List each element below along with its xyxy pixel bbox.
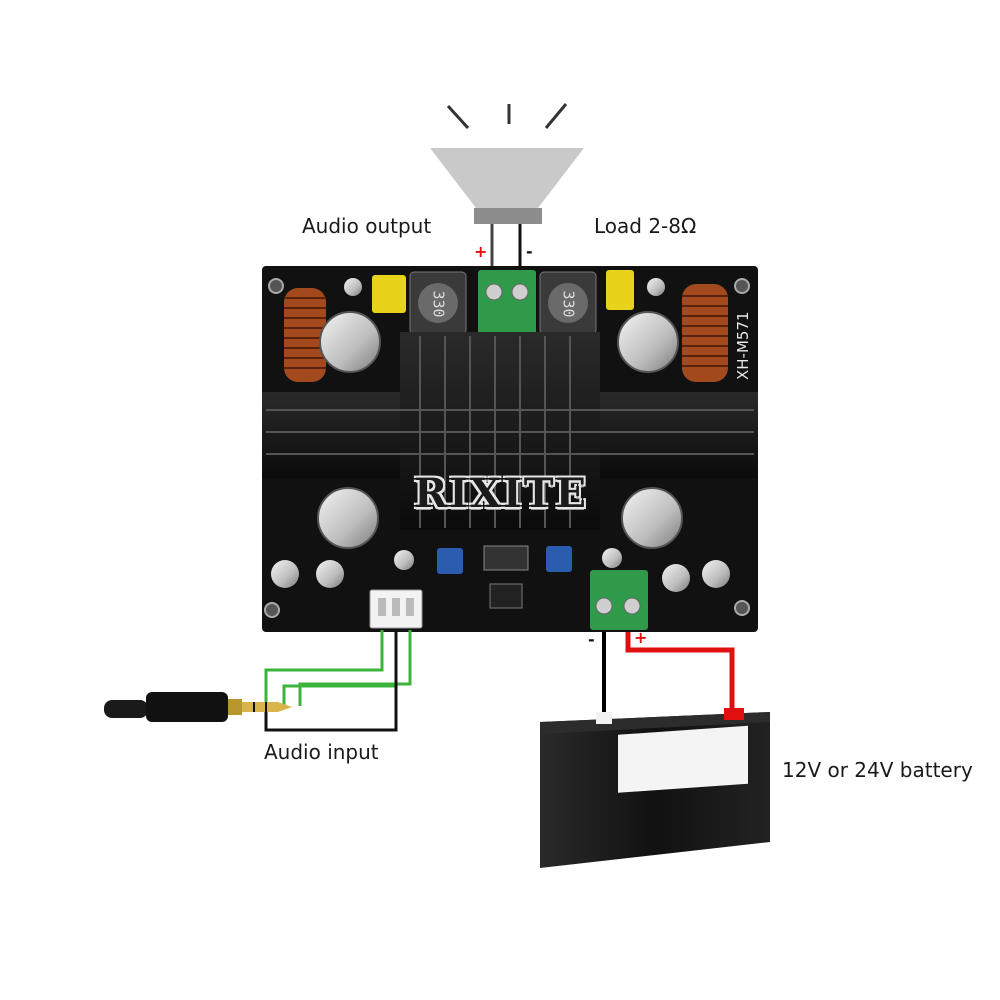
film-capacitor	[372, 275, 406, 313]
smd-inductor-left	[409, 271, 467, 335]
capacitor-icon	[662, 564, 690, 592]
ic-chip	[483, 545, 529, 571]
audio-input-label: Audio input	[264, 740, 379, 764]
capacitor-icon	[316, 560, 344, 588]
speaker-minus-label: -	[526, 242, 533, 261]
speaker-icon	[430, 103, 584, 224]
capacitor-icon	[319, 311, 381, 373]
battery-icon	[540, 708, 770, 868]
power-plus-label: +	[634, 628, 648, 647]
capacitor-icon	[602, 548, 622, 568]
toroid-inductor-left	[284, 288, 326, 382]
smd-inductor-right	[539, 271, 597, 335]
brand-watermark: RIXITE	[414, 470, 588, 517]
mounting-hole-icon	[264, 278, 750, 618]
audio-input-wires	[264, 630, 412, 732]
film-capacitor	[606, 270, 634, 310]
capacitor-icon	[271, 560, 299, 588]
amplifier-board	[262, 266, 758, 632]
audio-input-connector[interactable]	[369, 589, 423, 629]
capacitor-icon	[647, 278, 665, 296]
toroid-inductor-right	[682, 284, 728, 382]
capacitor-icon	[617, 311, 679, 373]
trimmer-potentiometer[interactable]	[437, 548, 463, 574]
board-model-label: XH-M571	[734, 311, 752, 380]
battery-label: 12V or 24V battery	[782, 758, 973, 782]
audio-output-label: Audio output	[302, 214, 432, 238]
inductor-marking: 330	[559, 290, 578, 318]
capacitor-icon	[702, 560, 730, 588]
speaker-terminal-block[interactable]	[478, 270, 536, 336]
power-terminal-block[interactable]	[590, 570, 648, 630]
inductor-marking: 330	[429, 290, 448, 318]
capacitor-icon	[317, 487, 379, 549]
heatsink	[262, 332, 758, 530]
audio-jack-icon	[104, 692, 292, 722]
power-minus-label: -	[588, 630, 595, 649]
speaker-plus-label: +	[474, 242, 488, 261]
trimmer-potentiometer[interactable]	[546, 546, 572, 572]
capacitor-icon	[344, 278, 362, 296]
ic-chip	[489, 583, 523, 609]
power-wire-positive	[625, 632, 735, 712]
capacitor-icon	[394, 550, 414, 570]
capacitor-icon	[621, 487, 683, 549]
load-label: Load 2-8Ω	[594, 214, 697, 238]
